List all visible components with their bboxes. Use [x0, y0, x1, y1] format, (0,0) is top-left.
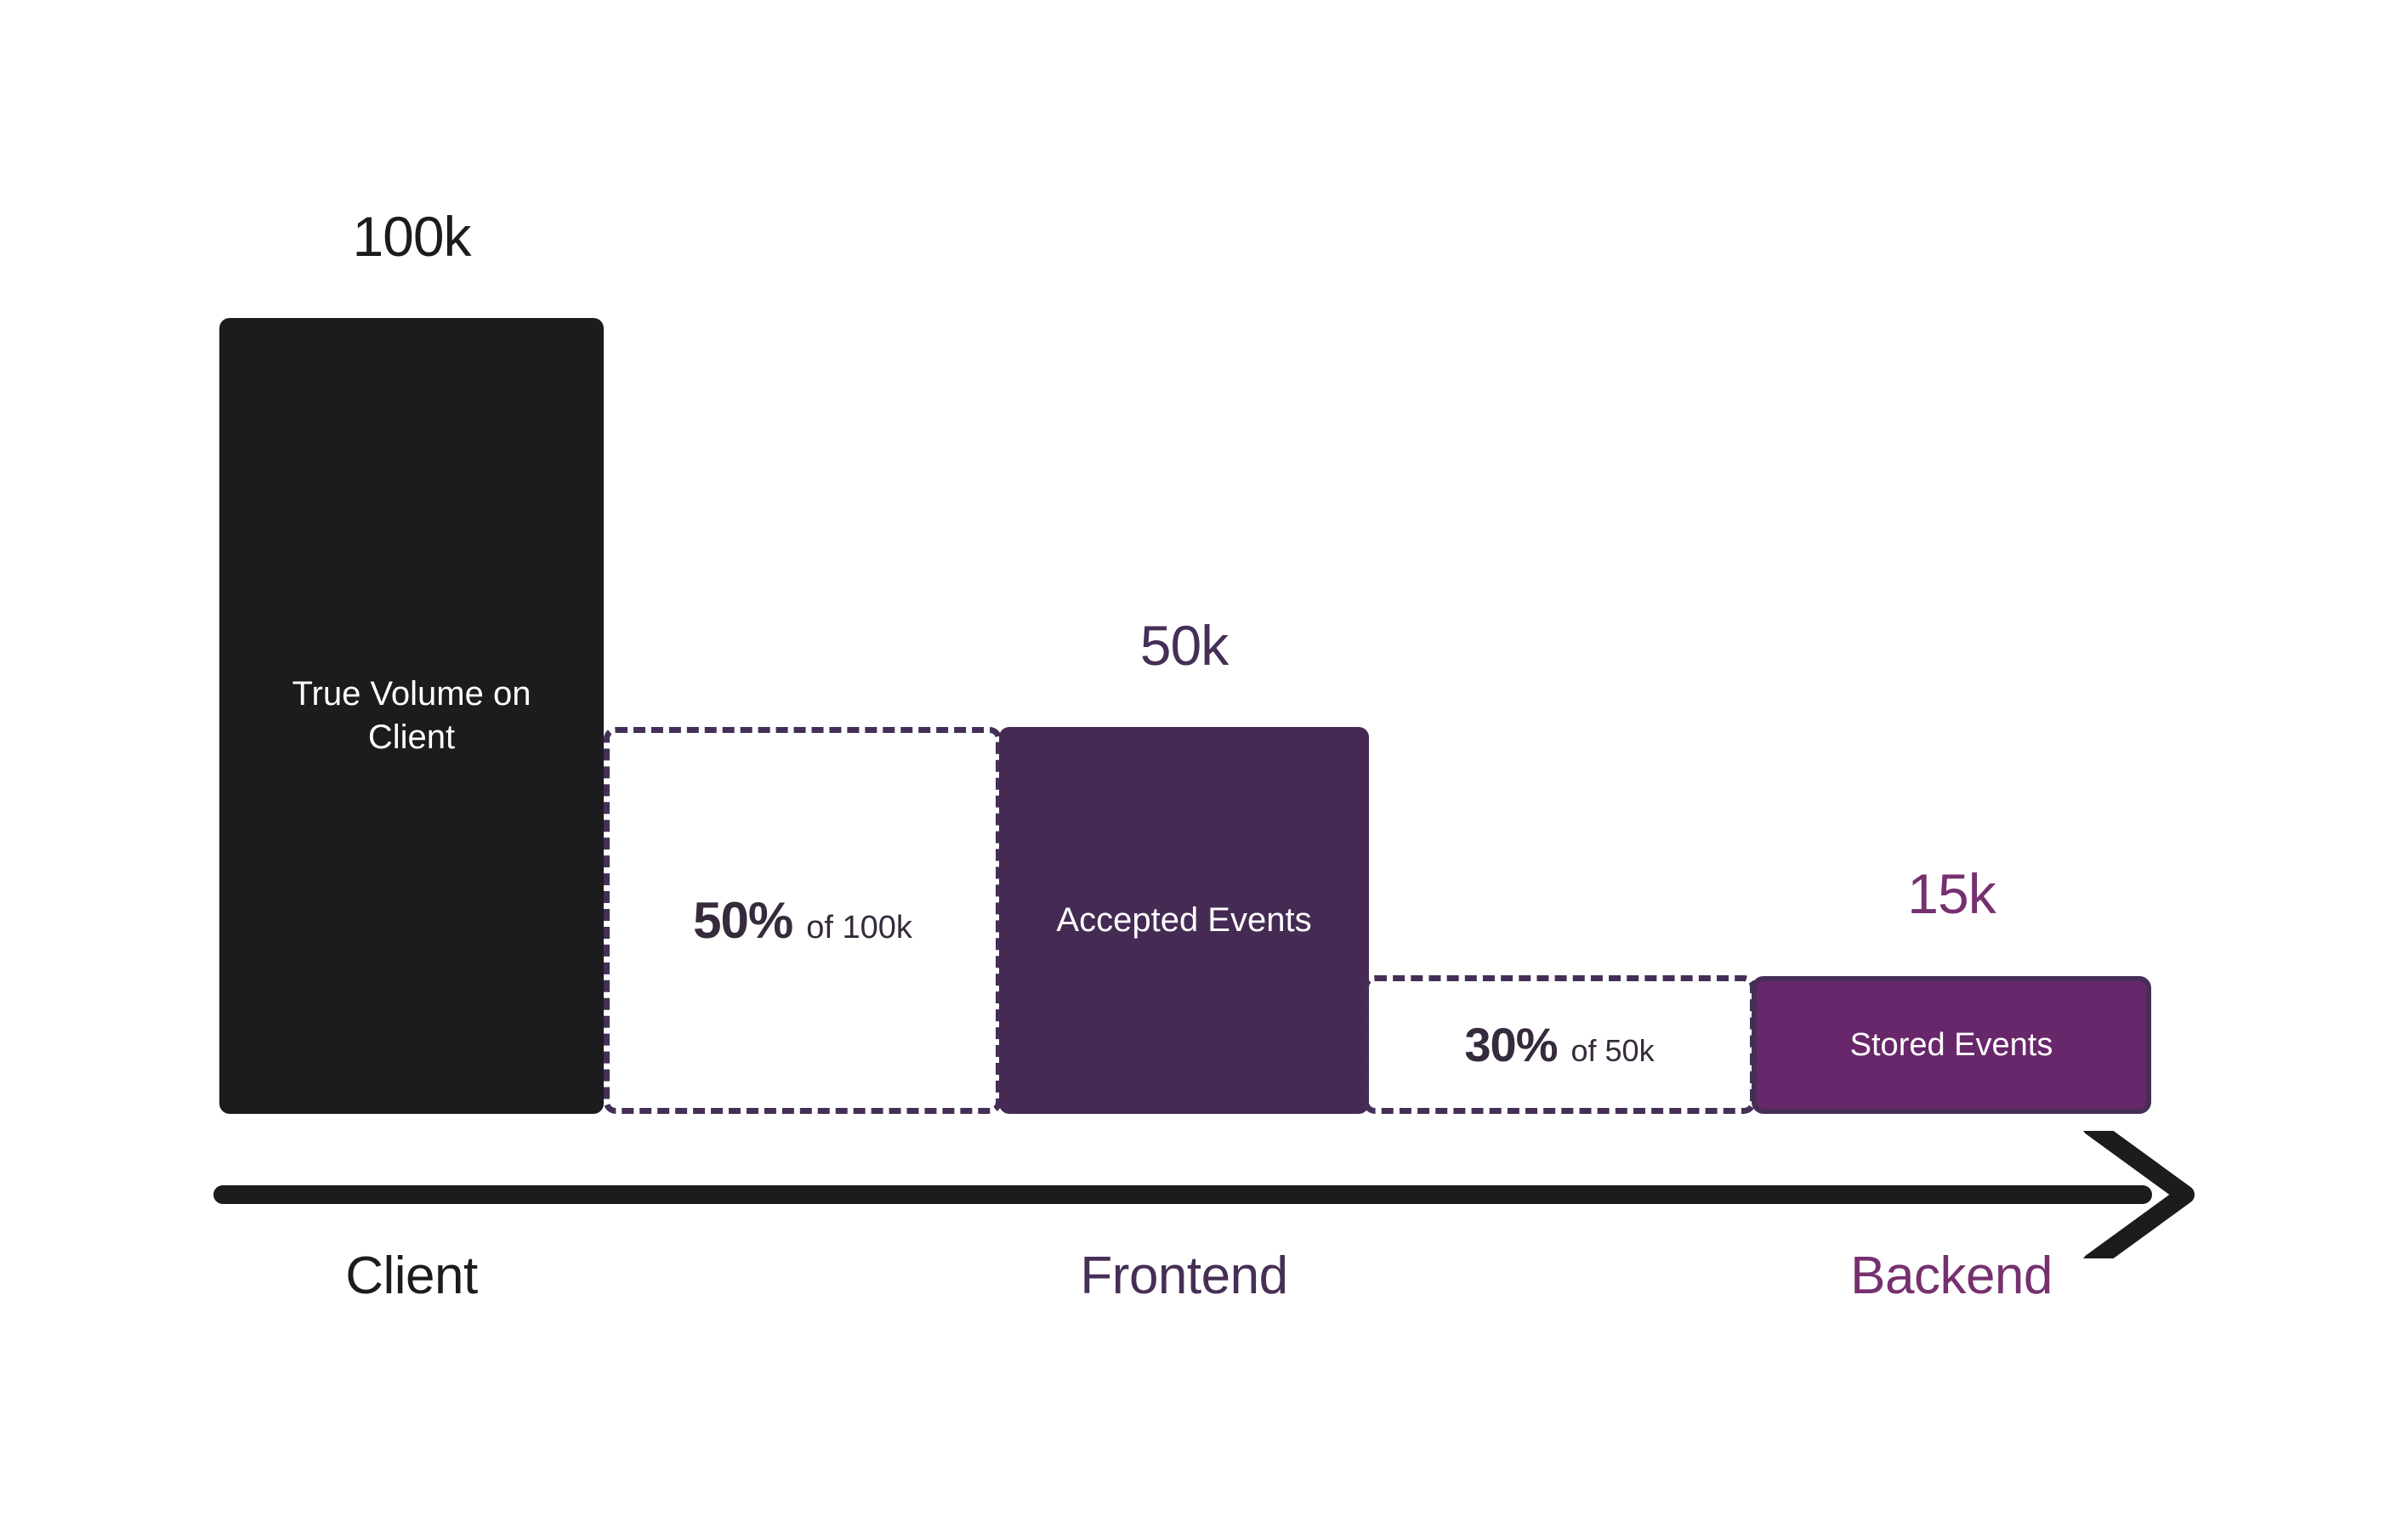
dropoff-text-2: 30% of 50k — [1464, 1017, 1654, 1072]
dropoff-base-2: of 50k — [1570, 1033, 1655, 1068]
axis-arrow — [213, 1131, 2195, 1258]
value-label-backend: 15k — [1907, 862, 1996, 925]
dropoff-box-frontend-to-backend: 30% of 50k — [1363, 975, 1756, 1114]
dropoff-text-1: 50% of 100k — [693, 891, 912, 950]
dropoff-box-client-to-frontend: 50% of 100k — [604, 727, 1002, 1114]
arrow-right-icon — [2083, 1131, 2195, 1258]
dropoff-percent-2: 30% — [1464, 1018, 1558, 1071]
bar-label-frontend: Accepted Events — [1056, 900, 1312, 939]
value-label-client: 100k — [352, 205, 471, 268]
bar-label-backend: Stored Events — [1849, 1026, 2053, 1063]
stage-label-client: Client — [345, 1247, 478, 1305]
bar-backend: Stored Events — [1752, 976, 2151, 1114]
bar-client: True Volume on Client — [219, 318, 604, 1114]
dropoff-base-1: of 100k — [806, 910, 912, 946]
stage-label-backend: Backend — [1850, 1247, 2053, 1305]
stage-label-frontend: Frontend — [1080, 1247, 1288, 1305]
bar-label-client: True Volume on Client — [292, 674, 531, 756]
value-label-frontend: 50k — [1139, 614, 1229, 677]
dropoff-percent-1: 50% — [693, 892, 793, 949]
bar-frontend: Accepted Events — [999, 727, 1369, 1114]
